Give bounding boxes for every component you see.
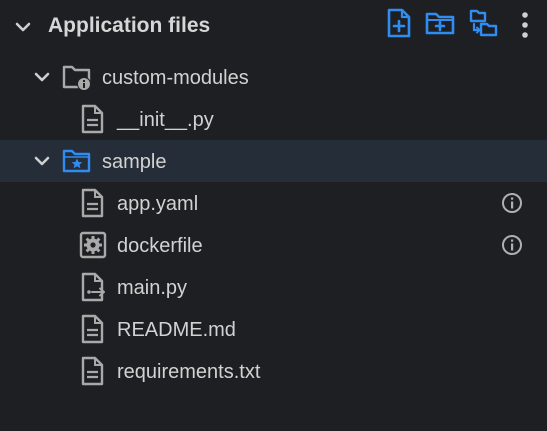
new-folder-button[interactable] (425, 7, 455, 39)
chevron-down-icon[interactable] (31, 150, 53, 172)
new-file-button[interactable] (384, 7, 414, 39)
tree-item-label: custom-modules (102, 67, 249, 89)
executable-file-icon (78, 272, 108, 302)
panel-header: Application files (0, 0, 547, 52)
collapse-chevron-icon[interactable] (12, 16, 34, 38)
tree-item-app-yaml[interactable]: app.yaml (0, 182, 547, 224)
tree-item-main-py[interactable]: main.py (0, 266, 547, 308)
folder-star-icon (62, 146, 92, 176)
chevron-down-icon[interactable] (31, 66, 53, 88)
more-options-icon (522, 12, 528, 38)
panel-title: Application files (48, 14, 211, 37)
tree-item-custom-modules[interactable]: custom-modules (0, 56, 547, 98)
tree-item-requirements-txt[interactable]: requirements.txt (0, 350, 547, 392)
tree-item-label: sample (102, 151, 167, 173)
tree-item-label: app.yaml (117, 193, 199, 215)
tree-item-sample[interactable]: sample (0, 140, 547, 182)
file-icon (78, 188, 108, 218)
move-files-icon (469, 9, 498, 37)
tree-item-readme-md[interactable]: README.md (0, 308, 547, 350)
tree-item-init-py[interactable]: __init__.py (0, 98, 547, 140)
tree-item-label: README.md (117, 319, 236, 341)
gear-file-icon (78, 230, 108, 260)
move-files-button[interactable] (468, 7, 498, 39)
info-icon[interactable] (501, 192, 523, 214)
file-icon (78, 104, 108, 134)
file-icon (78, 356, 108, 386)
new-file-icon (387, 8, 411, 38)
file-icon (78, 314, 108, 344)
new-folder-icon (425, 12, 455, 35)
tree-item-label: dockerfile (117, 235, 203, 257)
tree-item-label: main.py (117, 277, 188, 299)
tree-item-dockerfile[interactable]: dockerfile (0, 224, 547, 266)
tree-item-label: requirements.txt (117, 361, 261, 383)
tree-item-label: __init__.py (117, 109, 214, 131)
more-options-button[interactable] (510, 7, 540, 39)
info-icon[interactable] (501, 234, 523, 256)
folder-info-icon (62, 62, 92, 92)
